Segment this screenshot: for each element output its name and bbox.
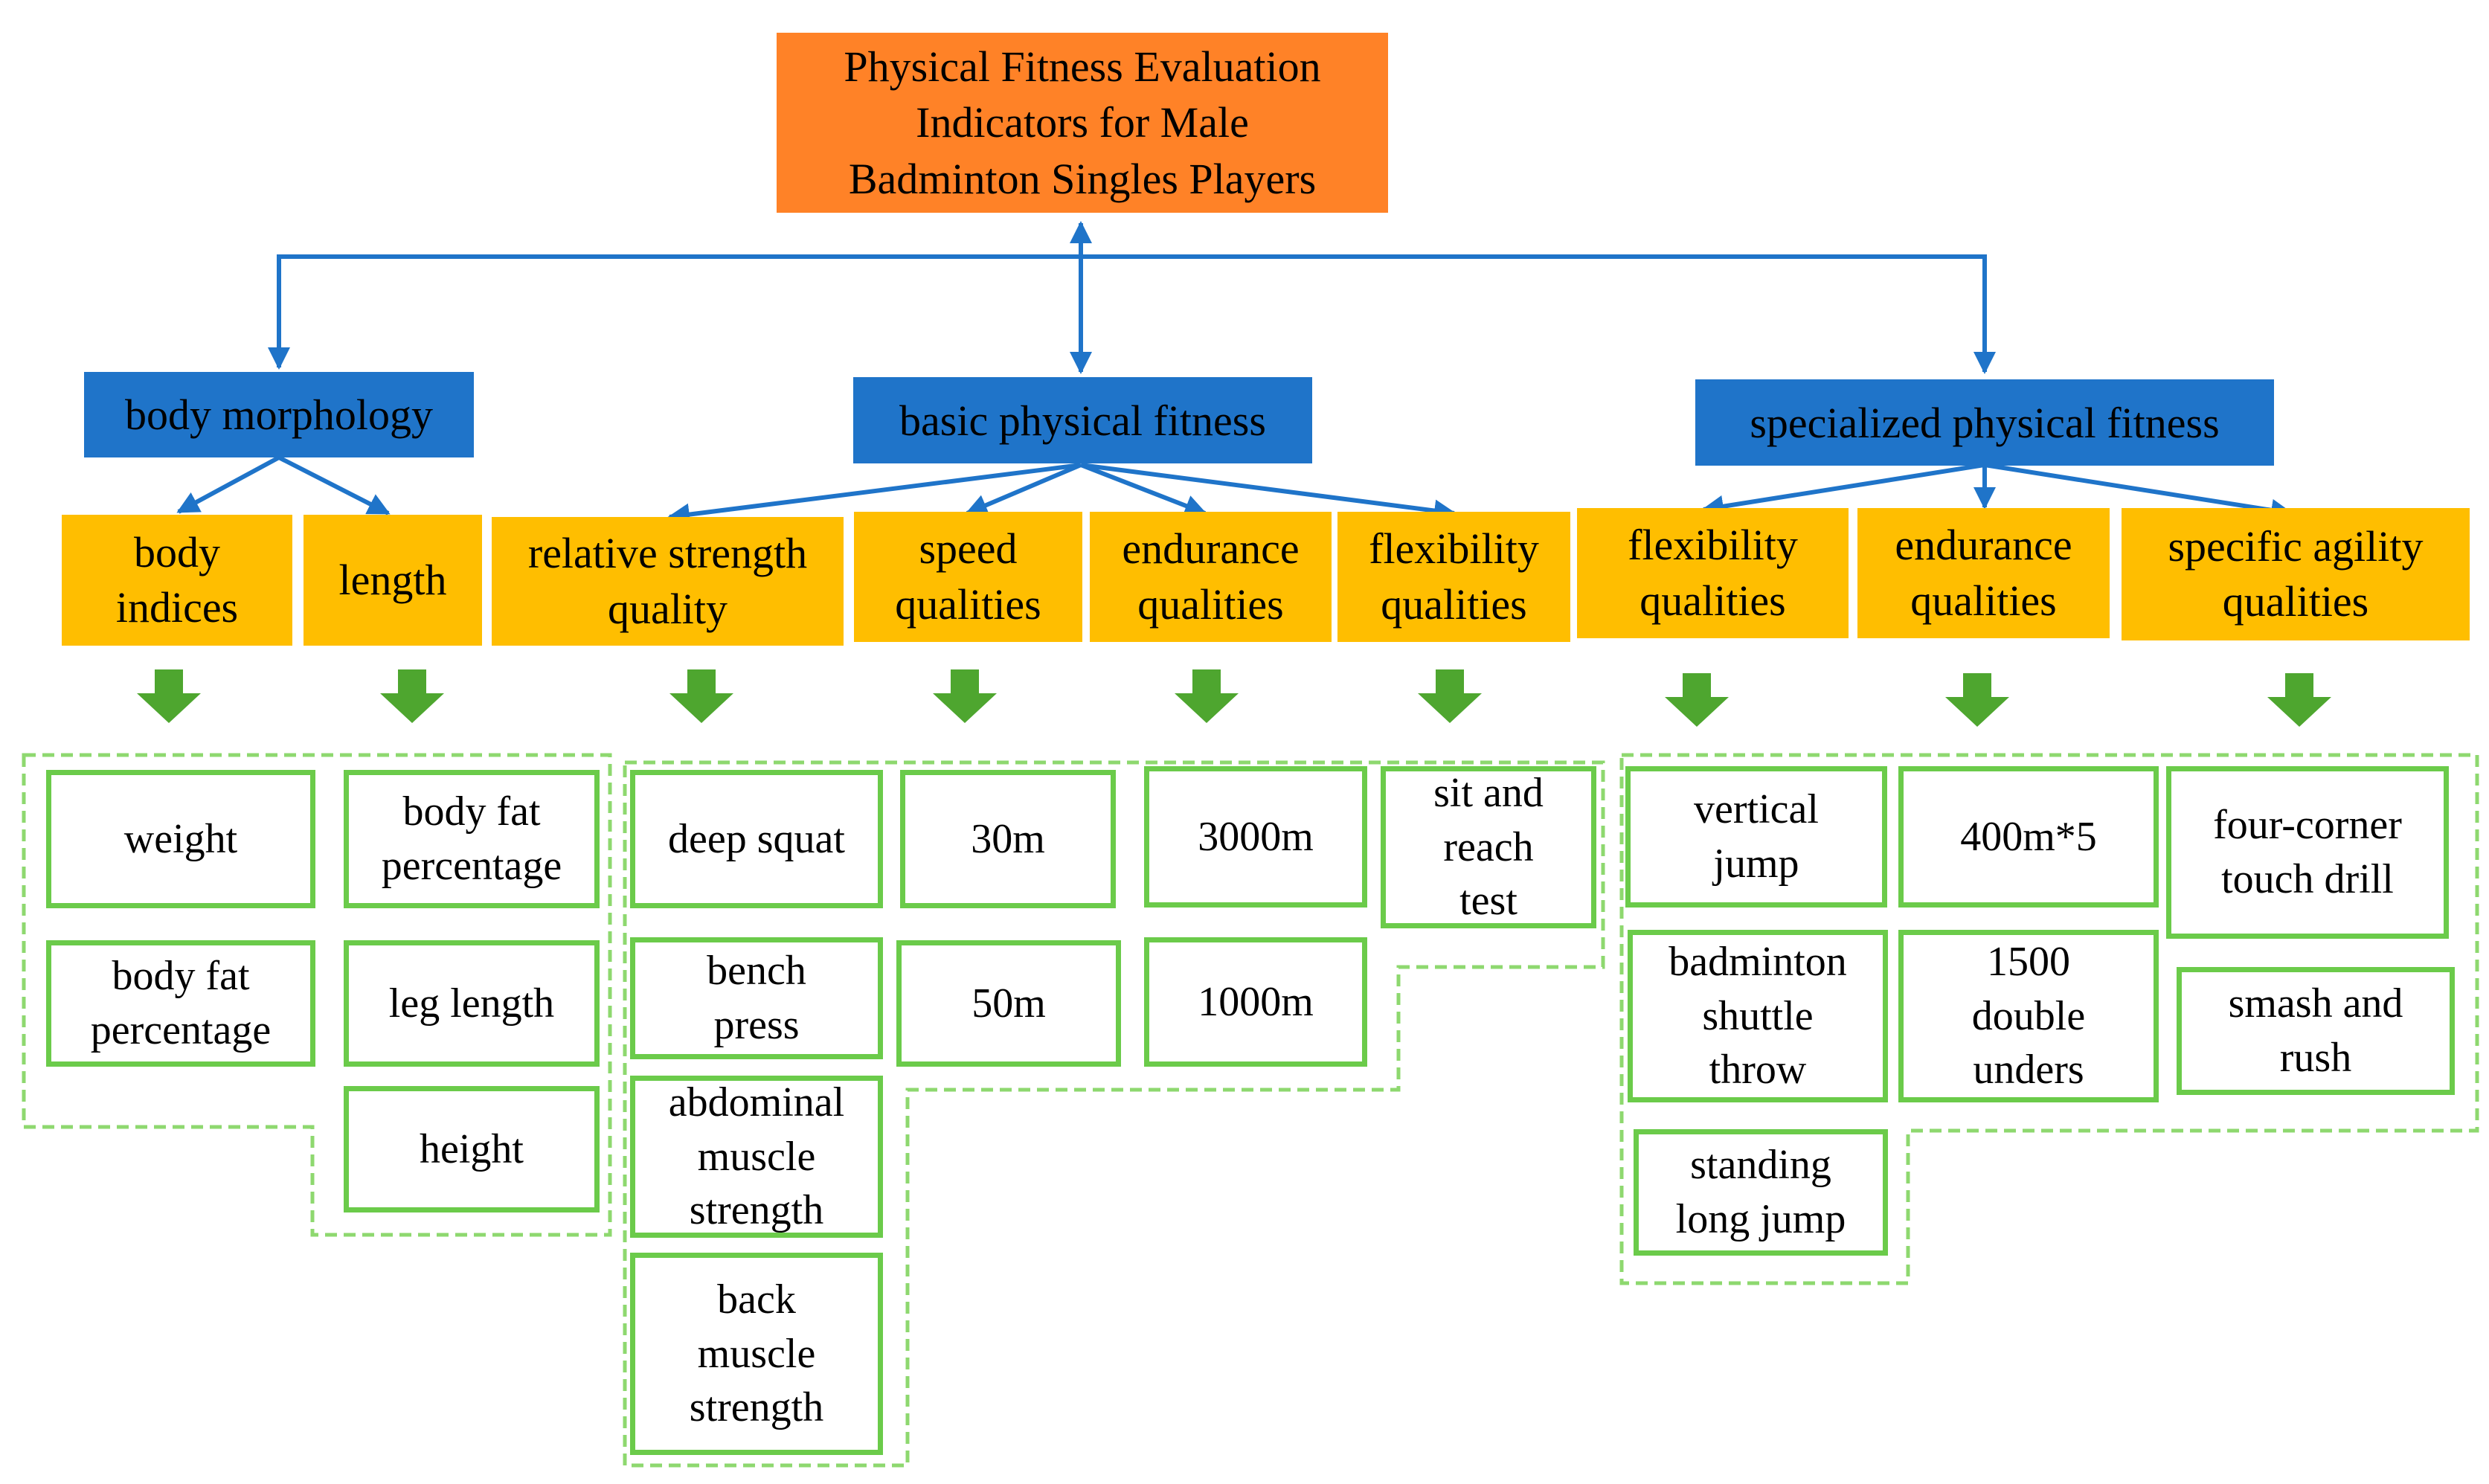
- indicator-back-muscle-strength: back muscle strength: [630, 1253, 883, 1455]
- category-body-morphology: body morphology: [84, 372, 474, 457]
- indicator-group-outlines: [22, 753, 2479, 1468]
- subcategory-relative-strength: relative strength quality: [492, 517, 844, 646]
- group-outline-body-morphology: [22, 753, 612, 1237]
- indicator-1500-double-unders: 1500 double unders: [1898, 930, 2159, 1102]
- indicator-bench-press: bench press: [630, 937, 883, 1059]
- indicator-vertical-jump: vertical jump: [1625, 766, 1887, 908]
- subcategory-endurance-basic: endurance qualities: [1090, 512, 1332, 642]
- indicator-50m: 50m: [896, 940, 1121, 1067]
- down-arrow-icon: [669, 669, 733, 723]
- group-outline-basic-physical-fitness: [623, 760, 1605, 1468]
- indicator-sit-and-reach-test: sit and reach test: [1381, 766, 1596, 928]
- indicator-leg-length: leg length: [344, 940, 600, 1067]
- subcategory-length: length: [304, 515, 482, 646]
- down-arrow-icon: [933, 669, 997, 723]
- indicator-body-fat-percentage: body fat percentage: [344, 770, 600, 908]
- indicator-badminton-shuttle-throw: badminton shuttle throw: [1628, 930, 1888, 1102]
- subcategory-specific-agility: specific agility qualities: [2122, 508, 2470, 640]
- group-outline-specialized-physical-fitness: [1619, 753, 2479, 1285]
- indicator-deep-squat: deep squat: [630, 770, 883, 908]
- indicator-3000m: 3000m: [1144, 766, 1367, 908]
- down-arrow-icon: [1945, 673, 2009, 727]
- indicator-1000m: 1000m: [1144, 937, 1367, 1067]
- down-arrow-icon: [1418, 669, 1482, 723]
- indicator-body-fat-percentage: body fat percentage: [46, 940, 315, 1067]
- root-title: Physical Fitness Evaluation Indicators f…: [844, 42, 1321, 203]
- down-arrow-icon: [2267, 673, 2331, 727]
- indicator-four-corner-touch-drill: four-corner touch drill: [2166, 766, 2449, 939]
- subcategory-body-indices: body indices: [62, 515, 292, 646]
- down-arrow-icon: [380, 669, 444, 723]
- indicator-weight: weight: [46, 770, 315, 908]
- indicator-height: height: [344, 1086, 600, 1212]
- category-basic-physical-fitness: basic physical fitness: [853, 377, 1312, 463]
- root-category-connectors: [268, 221, 1996, 374]
- subcategory-endurance-special: endurance qualities: [1857, 508, 2110, 638]
- down-arrows: [137, 669, 2331, 727]
- down-arrow-icon: [137, 669, 201, 723]
- indicator-30m: 30m: [900, 770, 1116, 908]
- indicator-standing-long-jump: standing long jump: [1634, 1129, 1888, 1256]
- subcategory-speed: speed qualities: [854, 512, 1082, 642]
- category-specialized-physical-fitness: specialized physical fitness: [1695, 379, 2274, 466]
- indicator-smash-and-rush: smash and rush: [2177, 967, 2455, 1095]
- subcategory-flexibility-basic: flexibility qualities: [1337, 512, 1570, 642]
- root-title-box: Physical Fitness Evaluation Indicators f…: [777, 33, 1388, 213]
- category-subcategory-connectors: [176, 455, 2293, 526]
- down-arrow-icon: [1175, 669, 1239, 723]
- down-arrow-icon: [1665, 673, 1729, 727]
- indicator-abdominal-muscle-strength: abdominal muscle strength: [630, 1076, 883, 1238]
- indicator-400m-x5: 400m*5: [1898, 766, 2159, 908]
- subcategory-flexibility-special: flexibility qualities: [1577, 508, 1849, 638]
